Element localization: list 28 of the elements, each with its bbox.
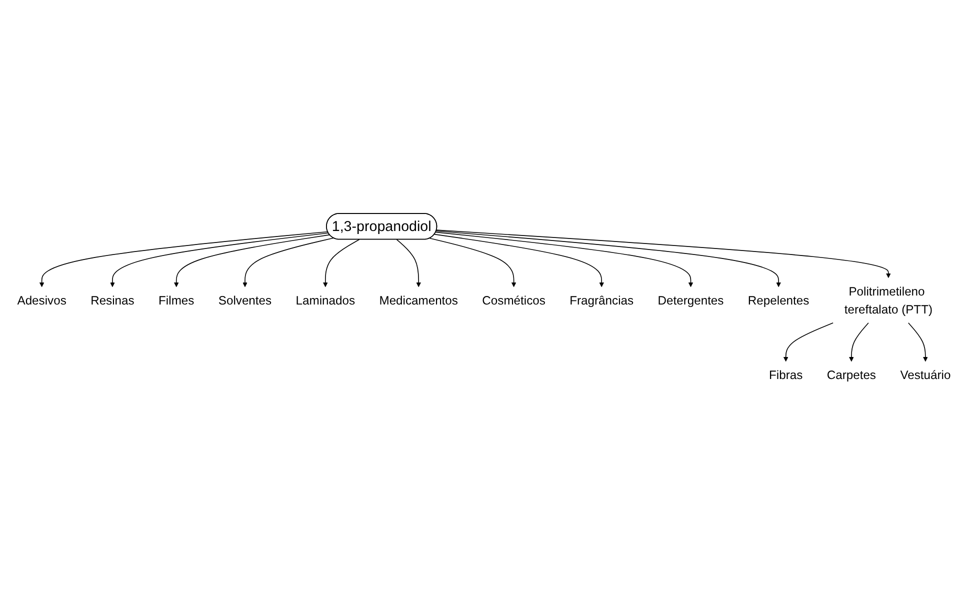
- node-text: Repelentes: [747, 294, 809, 308]
- node-text: Politrimetileno tereftalato (PTT): [844, 284, 932, 316]
- arrow: [436, 230, 890, 278]
- arrow: [782, 322, 834, 362]
- arrow: [428, 238, 516, 288]
- arrow: [322, 239, 360, 288]
- arrow: [908, 322, 928, 362]
- node-text: Resinas: [90, 294, 134, 308]
- node-text: Cosméticos: [482, 294, 545, 308]
- node-text: Fragrâncias: [569, 294, 634, 308]
- arrow: [435, 230, 781, 288]
- arrow: [434, 234, 604, 288]
- node-text: Filmes: [158, 294, 194, 308]
- node-text: Vestuário: [900, 368, 950, 382]
- arrow: [110, 232, 328, 288]
- node-text: Detergentes: [657, 294, 724, 308]
- arrow: [242, 238, 334, 288]
- node-text: Fibras: [768, 368, 802, 382]
- arrow: [396, 239, 421, 288]
- arrow: [848, 322, 868, 362]
- node-text: Carpetes: [826, 368, 876, 382]
- arrow: [173, 234, 330, 288]
- node-text: Adesivos: [16, 294, 66, 308]
- node-text: Medicamentos: [378, 294, 458, 308]
- node-text: Solventes: [218, 294, 272, 308]
- arrow: [434, 232, 693, 288]
- arrow: [38, 231, 328, 288]
- node-text: Laminados: [295, 294, 355, 308]
